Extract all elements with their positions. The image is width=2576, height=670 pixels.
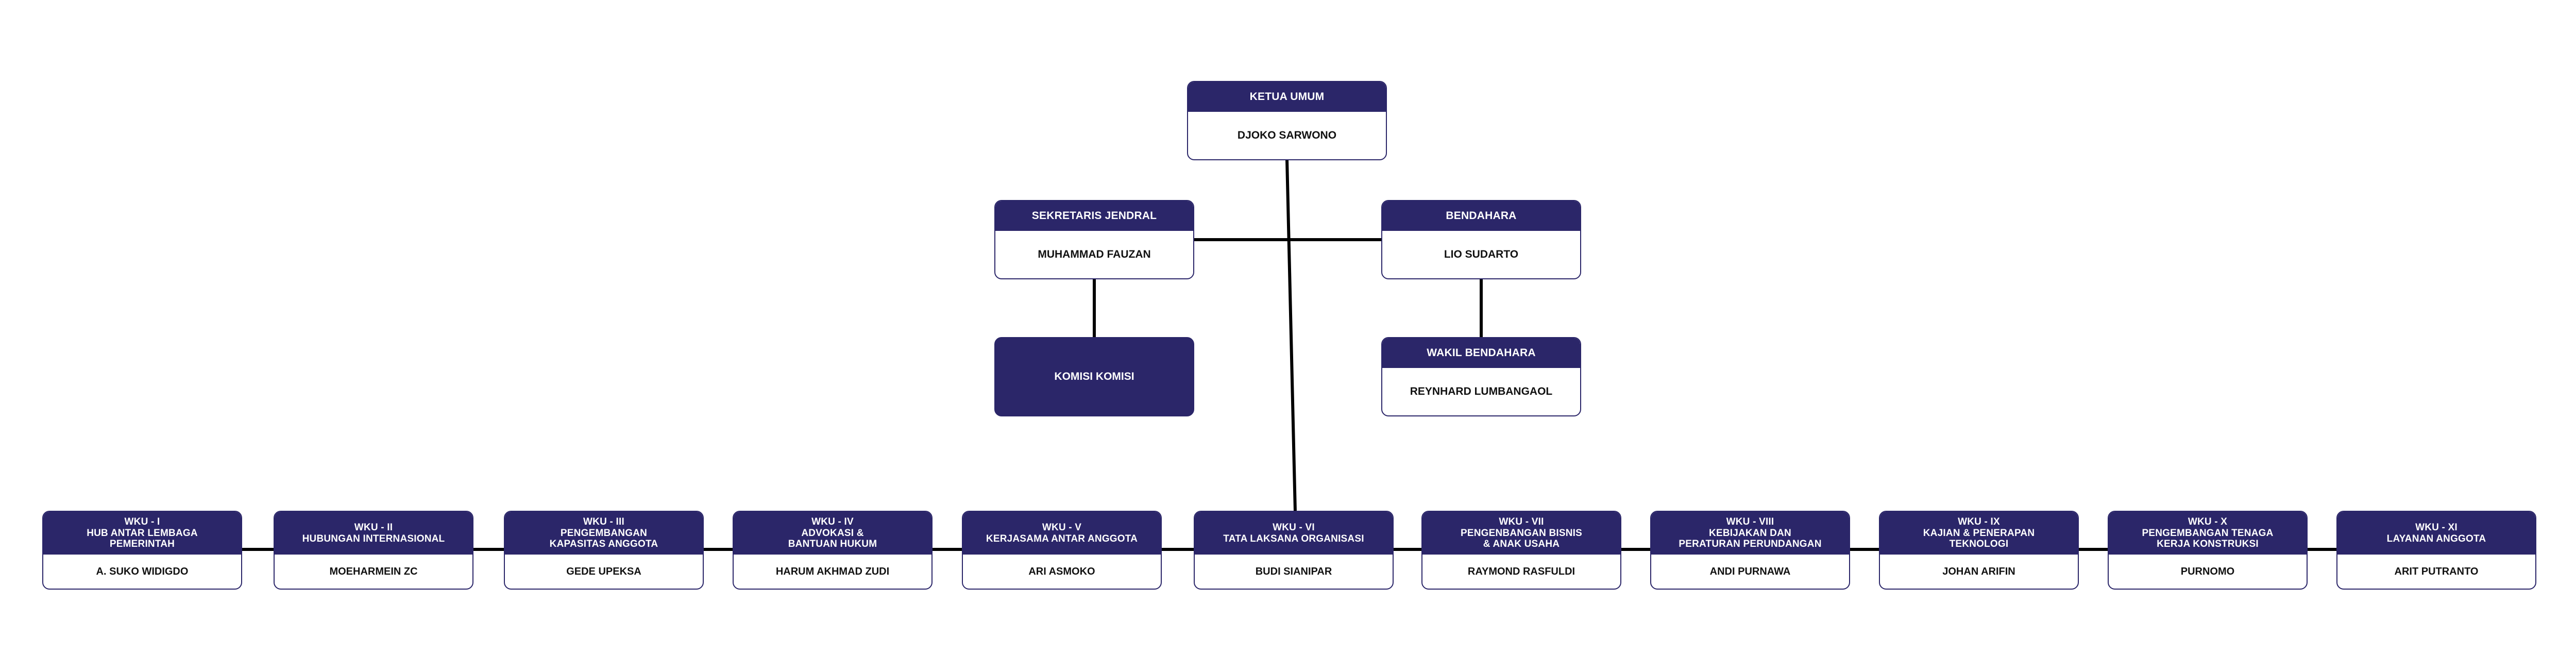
wku-9-box: WKU - IX KAJIAN & PENERAPAN TEKNOLOGI JO…	[1879, 511, 2079, 590]
wku-4-title: WKU - IV ADVOKASI & BANTUAN HUKUM	[734, 512, 931, 555]
wku-11-box: WKU - XI LAYANAN ANGGOTA ARIT PUTRANTO	[2336, 511, 2536, 590]
wku-5-title-line: WKU - V	[1042, 522, 1082, 533]
wku-1-title-line: HUB ANTAR LEMBAGA	[87, 527, 198, 539]
wku-4-title-line: ADVOKASI &	[801, 527, 864, 539]
wku-1-title-line: PEMERINTAH	[109, 539, 175, 550]
wku-10-title-line: KERJA KONSTRUKSI	[2157, 539, 2259, 550]
ketua-umum-name: DJOKO SARWONO	[1237, 129, 1337, 141]
wku-5-title-line: KERJASAMA ANTAR ANGGOTA	[986, 533, 1138, 544]
wku-5-title: WKU - V KERJASAMA ANTAR ANGGOTA	[963, 512, 1161, 555]
wakil-bendahara-box: WAKIL BENDAHARA REYNHARD LUMBANGAOL	[1381, 337, 1581, 416]
wku-8-name: ANDI PURNAWA	[1709, 565, 1791, 577]
wku-7-title-line: WKU - VII	[1499, 516, 1544, 527]
wku-3-title-line: WKU - III	[583, 516, 624, 527]
wku-8-title-line: PERATURAN PERUNDANGAN	[1679, 539, 1822, 550]
komisi-komisi-box: KOMISI KOMISI	[994, 337, 1194, 416]
wku-10-title-line: PENGEMBANGAN TENAGA	[2142, 527, 2274, 539]
wku-2-box: WKU - II HUBUNGAN INTERNASIONAL MOEHARME…	[274, 511, 473, 590]
wku-1-title: WKU - I HUB ANTAR LEMBAGA PEMERINTAH	[43, 512, 241, 555]
sekretaris-jendral-title: SEKRETARIS JENDRAL	[995, 201, 1193, 231]
wku-4-name: HARUM AKHMAD ZUDI	[775, 565, 890, 577]
wku-1-box: WKU - I HUB ANTAR LEMBAGA PEMERINTAH A. …	[42, 511, 242, 590]
komisi-komisi-title: KOMISI KOMISI	[1054, 371, 1134, 382]
wku-2-title-line: HUBUNGAN INTERNASIONAL	[302, 533, 445, 544]
wku-1-name: A. SUKO WIDIGDO	[96, 565, 189, 577]
wku-4-box: WKU - IV ADVOKASI & BANTUAN HUKUM HARUM …	[733, 511, 933, 590]
wku-1-title-line: WKU - I	[124, 516, 160, 527]
wku-7-box: WKU - VII PENGENBANGAN BISNIS & ANAK USA…	[1421, 511, 1621, 590]
wku-5-box: WKU - V KERJASAMA ANTAR ANGGOTA ARI ASMO…	[962, 511, 1162, 590]
wku-4-title-line: BANTUAN HUKUM	[788, 539, 877, 550]
wku-7-title-line: PENGENBANGAN BISNIS	[1460, 527, 1583, 539]
wku-3-title: WKU - III PENGEMBANGAN KAPASITAS ANGGOTA	[505, 512, 703, 555]
wku-7-name: RAYMOND RASFULDI	[1467, 565, 1575, 577]
bendahara-title: BENDAHARA	[1382, 201, 1580, 231]
wku-5-name: ARI ASMOKO	[1028, 565, 1095, 577]
wku-6-title-line: WKU - VI	[1273, 522, 1315, 533]
wku-8-title: WKU - VIII KEBIJAKAN DAN PERATURAN PERUN…	[1651, 512, 1849, 555]
wku-2-title-line: WKU - II	[354, 522, 393, 533]
wku-6-box: WKU - VI TATA LAKSANA ORGANISASI BUDI SI…	[1194, 511, 1394, 590]
wku-10-title: WKU - X PENGEMBANGAN TENAGA KERJA KONSTR…	[2109, 512, 2307, 555]
wku-9-title: WKU - IX KAJIAN & PENERAPAN TEKNOLOGI	[1880, 512, 2078, 555]
wku-8-title-line: WKU - VIII	[1726, 516, 1774, 527]
sekretaris-jendral-name: MUHAMMAD FAUZAN	[1038, 248, 1151, 260]
wku-11-title-line: WKU - XI	[2415, 522, 2458, 533]
wku-3-title-line: KAPASITAS ANGGOTA	[549, 539, 658, 550]
wku-2-name: MOEHARMEIN ZC	[329, 565, 418, 577]
bendahara-name: LIO SUDARTO	[1444, 248, 1519, 260]
sekretaris-jendral-box: SEKRETARIS JENDRAL MUHAMMAD FAUZAN	[994, 200, 1194, 279]
wku-9-title-line: WKU - IX	[1958, 516, 2000, 527]
wku-9-title-line: TEKNOLOGI	[1949, 539, 2009, 550]
ketua-umum-title: KETUA UMUM	[1188, 82, 1386, 112]
wku-7-title: WKU - VII PENGENBANGAN BISNIS & ANAK USA…	[1422, 512, 1620, 555]
ketua-umum-box: KETUA UMUM DJOKO SARWONO	[1187, 81, 1387, 160]
wku-3-name: GEDE UPEKSA	[566, 565, 641, 577]
wakil-bendahara-name: REYNHARD LUMBANGAOL	[1410, 386, 1553, 397]
wku-2-title: WKU - II HUBUNGAN INTERNASIONAL	[275, 512, 472, 555]
wku-3-title-line: PENGEMBANGAN	[560, 527, 648, 539]
ketua-trunk-line	[1285, 159, 1297, 512]
wku-11-title-line: LAYANAN ANGGOTA	[2386, 533, 2486, 544]
bendahara-box: BENDAHARA LIO SUDARTO	[1381, 200, 1581, 279]
wku-4-title-line: WKU - IV	[811, 516, 854, 527]
wku-10-box: WKU - X PENGEMBANGAN TENAGA KERJA KONSTR…	[2108, 511, 2308, 590]
wku-10-name: PURNOMO	[2180, 565, 2235, 577]
wku-11-title: WKU - XI LAYANAN ANGGOTA	[2337, 512, 2535, 555]
wku-9-title-line: KAJIAN & PENERAPAN	[1923, 527, 2035, 539]
wku-6-title-line: TATA LAKSANA ORGANISASI	[1223, 533, 1364, 544]
wakil-bendahara-title: WAKIL BENDAHARA	[1382, 338, 1580, 368]
wku-6-title: WKU - VI TATA LAKSANA ORGANISASI	[1195, 512, 1393, 555]
wku-8-title-line: KEBIJAKAN DAN	[1709, 527, 1791, 539]
wku-7-title-line: & ANAK USAHA	[1483, 539, 1560, 550]
wku-8-box: WKU - VIII KEBIJAKAN DAN PERATURAN PERUN…	[1650, 511, 1850, 590]
wku-6-name: BUDI SIANIPAR	[1255, 565, 1332, 577]
wku-11-name: ARIT PUTRANTO	[2394, 565, 2479, 577]
wku-9-name: JOHAN ARIFIN	[1942, 565, 2015, 577]
wku-10-title-line: WKU - X	[2188, 516, 2228, 527]
wku-3-box: WKU - III PENGEMBANGAN KAPASITAS ANGGOTA…	[504, 511, 704, 590]
